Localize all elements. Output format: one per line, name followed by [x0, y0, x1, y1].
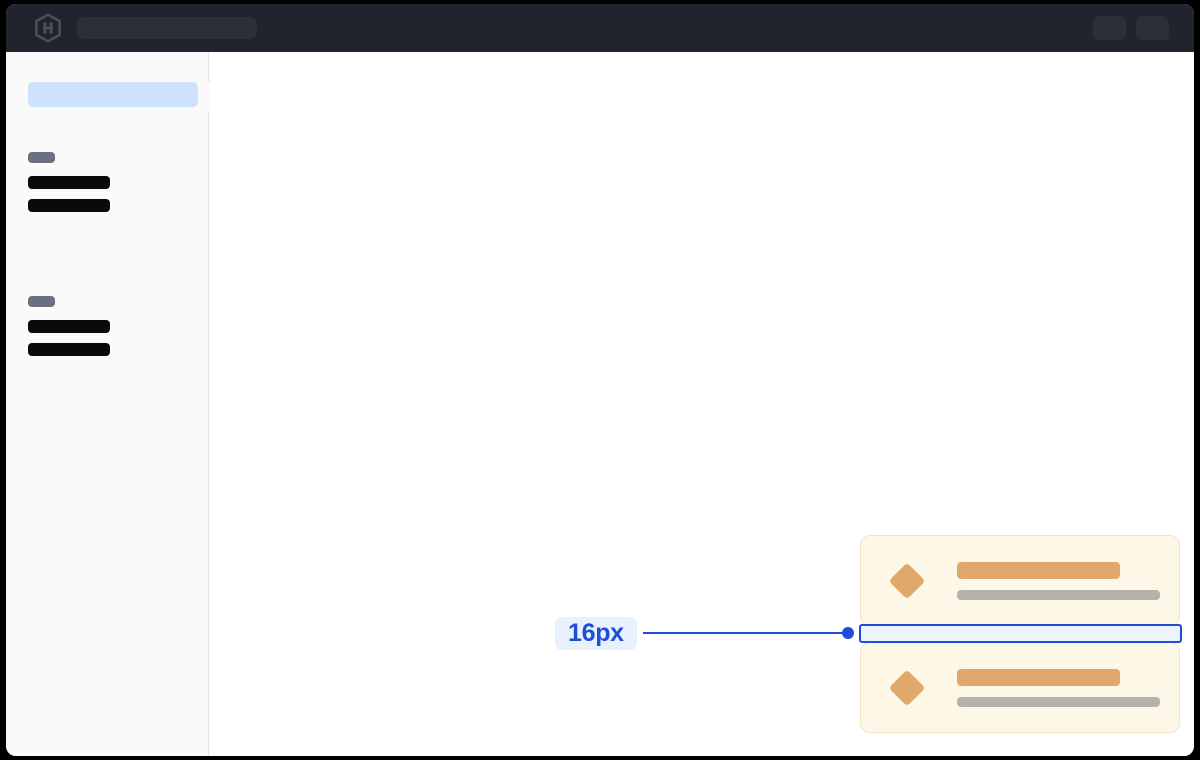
- topbar: [6, 4, 1194, 52]
- card-text-block: [957, 668, 1160, 707]
- sidebar-group-2-label: [28, 296, 55, 307]
- sidebar-item-selected[interactable]: [28, 82, 198, 107]
- measurement-endpoint-dot-icon: [842, 627, 854, 639]
- sidebar: [6, 52, 209, 756]
- diamond-icon: [888, 562, 926, 599]
- app-window: 16px: [6, 4, 1194, 756]
- spacing-leader-line: [643, 632, 850, 634]
- sidebar-group-2: [28, 296, 110, 366]
- sidebar-item-2-1[interactable]: [28, 320, 110, 333]
- topbar-action-2[interactable]: [1136, 16, 1169, 40]
- sidebar-item-2-2[interactable]: [28, 343, 110, 356]
- content-card[interactable]: [860, 535, 1180, 626]
- card-subtitle: [957, 696, 1160, 707]
- global-search-input[interactable]: [77, 17, 257, 39]
- content-card[interactable]: [860, 642, 1180, 733]
- diamond-icon: [888, 669, 926, 706]
- sidebar-item-1-1[interactable]: [28, 176, 110, 189]
- sidebar-group-1-label: [28, 152, 55, 163]
- hashicorp-hexagon-logo-icon: [35, 14, 61, 42]
- card-text-block: [957, 561, 1160, 600]
- card-title: [957, 561, 1120, 579]
- spacing-value-badge: 16px: [555, 617, 637, 650]
- spacing-gap-highlight: [859, 624, 1182, 643]
- sidebar-group-1: [28, 152, 110, 222]
- topbar-action-1[interactable]: [1093, 16, 1126, 40]
- card-title: [957, 668, 1120, 686]
- card-subtitle: [957, 589, 1160, 600]
- sidebar-item-1-2[interactable]: [28, 199, 110, 212]
